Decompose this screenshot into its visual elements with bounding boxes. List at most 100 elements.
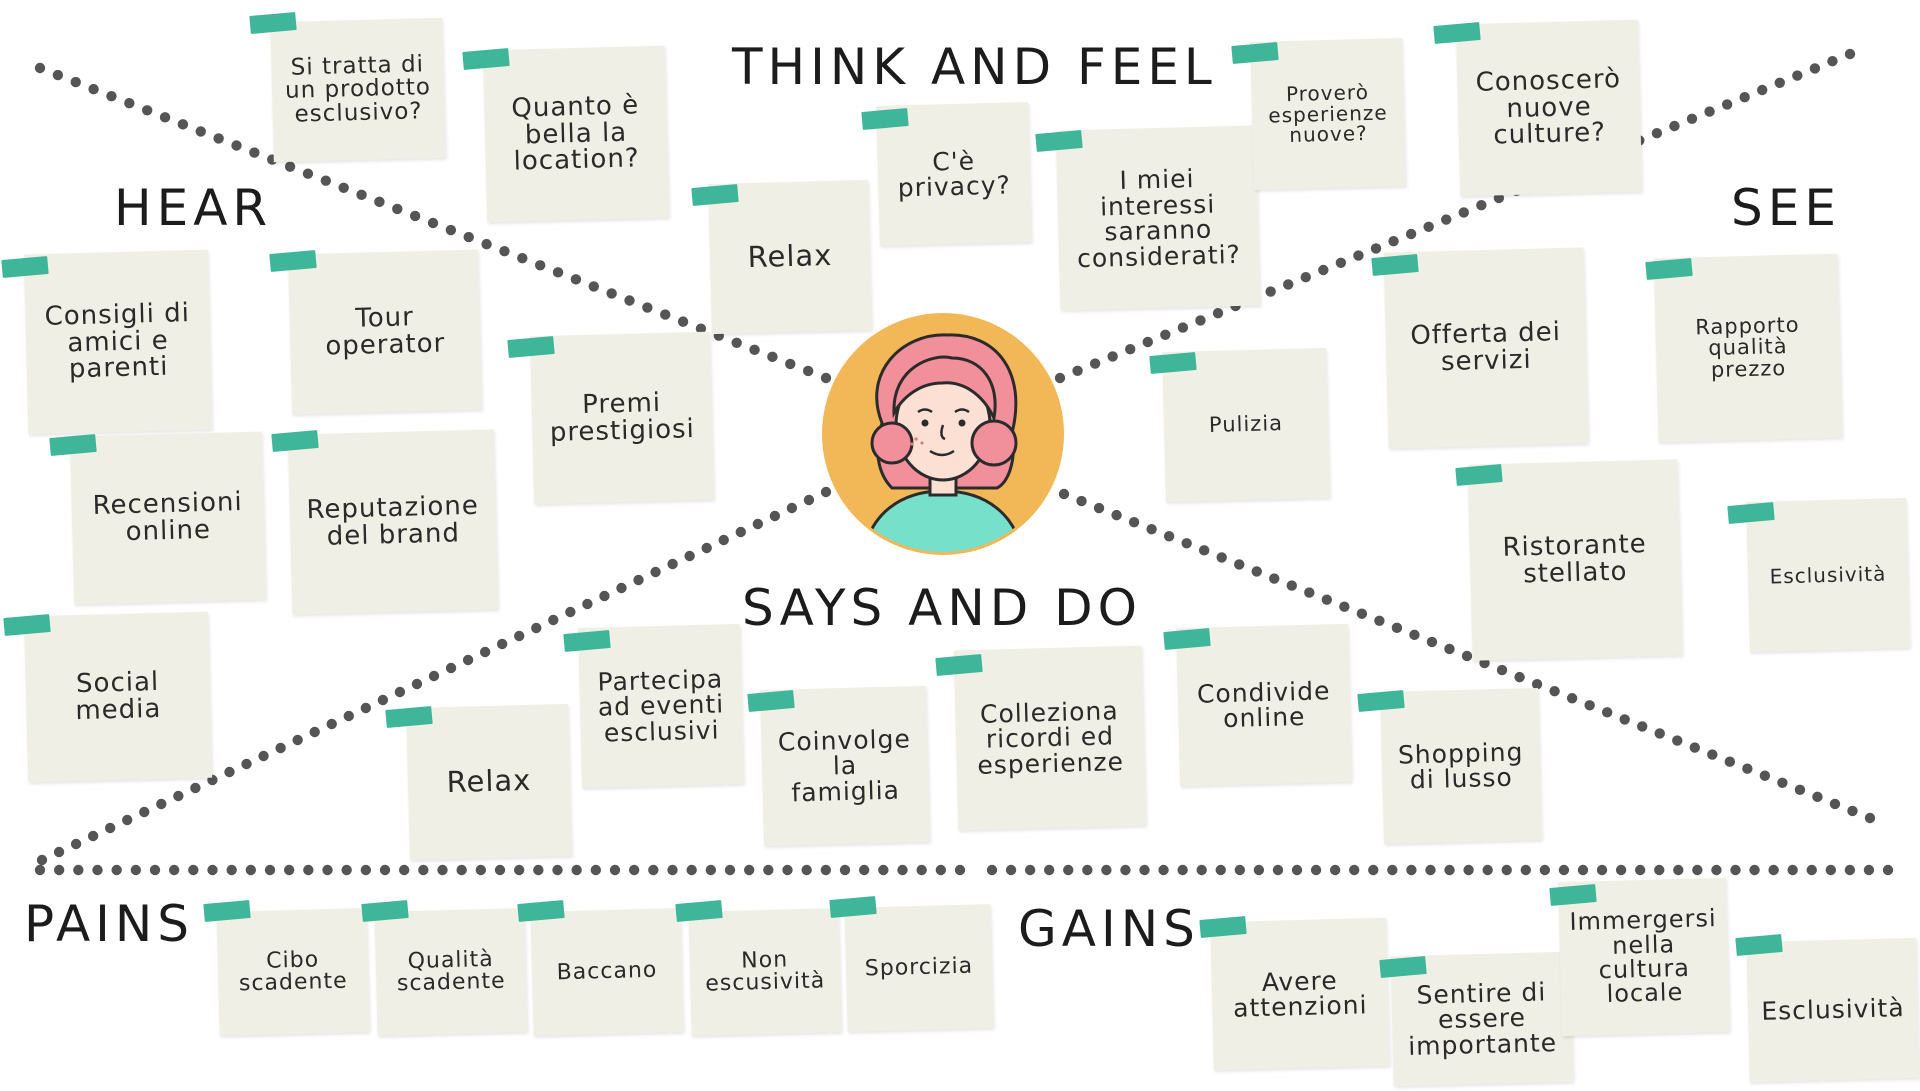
- divider-dot: [1596, 864, 1608, 876]
- divider-dot: [463, 231, 474, 243]
- divider-dot: [1216, 552, 1227, 563]
- note-says-do: Shopping di lusso: [1380, 687, 1542, 845]
- divider-dot: [718, 534, 729, 546]
- divider-dot: [1444, 643, 1455, 655]
- divider-dot: [769, 510, 781, 522]
- divider-dot: [1882, 864, 1894, 876]
- divider-dot: [1158, 864, 1169, 876]
- divider-dot: [897, 864, 908, 876]
- divider-dot: [533, 864, 544, 876]
- divider-dot: [1387, 864, 1398, 876]
- divider-dot: [1759, 770, 1771, 781]
- divider-dot: [1374, 615, 1385, 626]
- divider-dot: [590, 864, 602, 876]
- note-hear: Tour operator: [287, 249, 483, 415]
- divider-dot: [801, 864, 812, 876]
- note-see: Offerta dei servizi: [1383, 247, 1589, 449]
- divider-dot: [1054, 372, 1066, 384]
- note-says-do: Relax: [406, 703, 572, 861]
- divider-dot: [1615, 864, 1627, 876]
- divider-dot: [1794, 784, 1806, 796]
- divider-dot: [1286, 580, 1297, 591]
- divider-dot: [1212, 308, 1224, 319]
- divider-dot: [695, 323, 707, 334]
- divider-dot: [1742, 763, 1753, 774]
- divider-dot: [650, 566, 661, 578]
- divider-dot: [954, 864, 966, 876]
- divider-dot: [445, 224, 457, 236]
- divider-dot: [1844, 864, 1856, 876]
- divider-dot: [87, 830, 99, 842]
- divider-dot: [1163, 531, 1175, 542]
- note-pains: Sporcizia: [844, 904, 994, 1032]
- divider-dot: [628, 864, 640, 876]
- divider-dot: [1349, 864, 1360, 876]
- divider-dot: [1704, 106, 1715, 117]
- divider-dot: [411, 678, 423, 690]
- note-hear: Social media: [23, 611, 213, 783]
- divider-dot: [398, 864, 410, 876]
- divider-dot: [1370, 243, 1382, 254]
- divider-dot: [1195, 315, 1206, 326]
- divider-dot: [34, 62, 46, 74]
- note-hear: Premi prestigiosi: [529, 331, 715, 505]
- heading-hear: HEAR: [114, 179, 273, 237]
- divider-dot: [456, 864, 467, 876]
- divider-dot: [360, 702, 372, 714]
- divider-dot: [1730, 864, 1741, 876]
- divider-dot: [749, 344, 760, 356]
- divider-dot: [1291, 864, 1303, 876]
- note-gains: Esclusività: [1746, 937, 1920, 1083]
- divider-dot: [1774, 77, 1785, 89]
- divider-dot: [606, 288, 617, 299]
- divider-dot: [1353, 250, 1364, 261]
- divider-dot: [1120, 864, 1131, 876]
- divider-dot: [1692, 864, 1703, 876]
- divider-dot: [1391, 622, 1403, 634]
- divider-dot: [1724, 756, 1736, 767]
- divider-dot: [427, 217, 439, 229]
- note-think-feel: Quanto è bella la location?: [482, 45, 670, 223]
- divider-dot: [820, 372, 832, 384]
- divider-dot: [479, 646, 491, 658]
- divider-dot: [1669, 120, 1680, 132]
- note-hear: Recensioni online: [69, 431, 267, 605]
- divider-dot: [705, 864, 717, 876]
- note-pains: Cibo scadente: [216, 908, 370, 1036]
- divider-dot: [326, 718, 337, 730]
- heading-pains: PAINS: [24, 895, 195, 953]
- note-see: Rapporto qualità prezzo: [1653, 253, 1843, 443]
- divider-dot: [1809, 63, 1821, 74]
- divider-dot: [1272, 864, 1284, 876]
- divider-dot: [986, 864, 998, 876]
- divider-dot: [1181, 538, 1192, 549]
- divider-dot: [1043, 864, 1055, 876]
- note-think-feel: Relax: [708, 179, 872, 335]
- divider-dot: [1215, 864, 1226, 876]
- divider-dot: [104, 822, 116, 834]
- divider-dot: [343, 710, 354, 722]
- divider-dot: [588, 281, 599, 292]
- divider-dot: [642, 302, 653, 313]
- divider-dot: [1672, 735, 1683, 746]
- divider-dot: [802, 365, 814, 377]
- divider-dot: [264, 864, 276, 876]
- divider-dot: [513, 864, 525, 876]
- divider-dot: [514, 630, 525, 642]
- divider-dot: [1749, 864, 1760, 876]
- divider-dot: [1827, 56, 1838, 67]
- divider-dot: [445, 662, 457, 674]
- divider-dot: [360, 864, 372, 876]
- divider-dot: [53, 846, 65, 858]
- divider-dot: [684, 550, 695, 562]
- divider-dot: [1496, 664, 1508, 676]
- divider-dot: [1335, 257, 1347, 268]
- divider-dot: [1634, 864, 1646, 876]
- divider-dot: [124, 98, 135, 109]
- divider-dot: [284, 161, 296, 172]
- divider-dot: [1076, 495, 1087, 507]
- divider-dot: [322, 864, 333, 876]
- divider-dot: [531, 622, 542, 634]
